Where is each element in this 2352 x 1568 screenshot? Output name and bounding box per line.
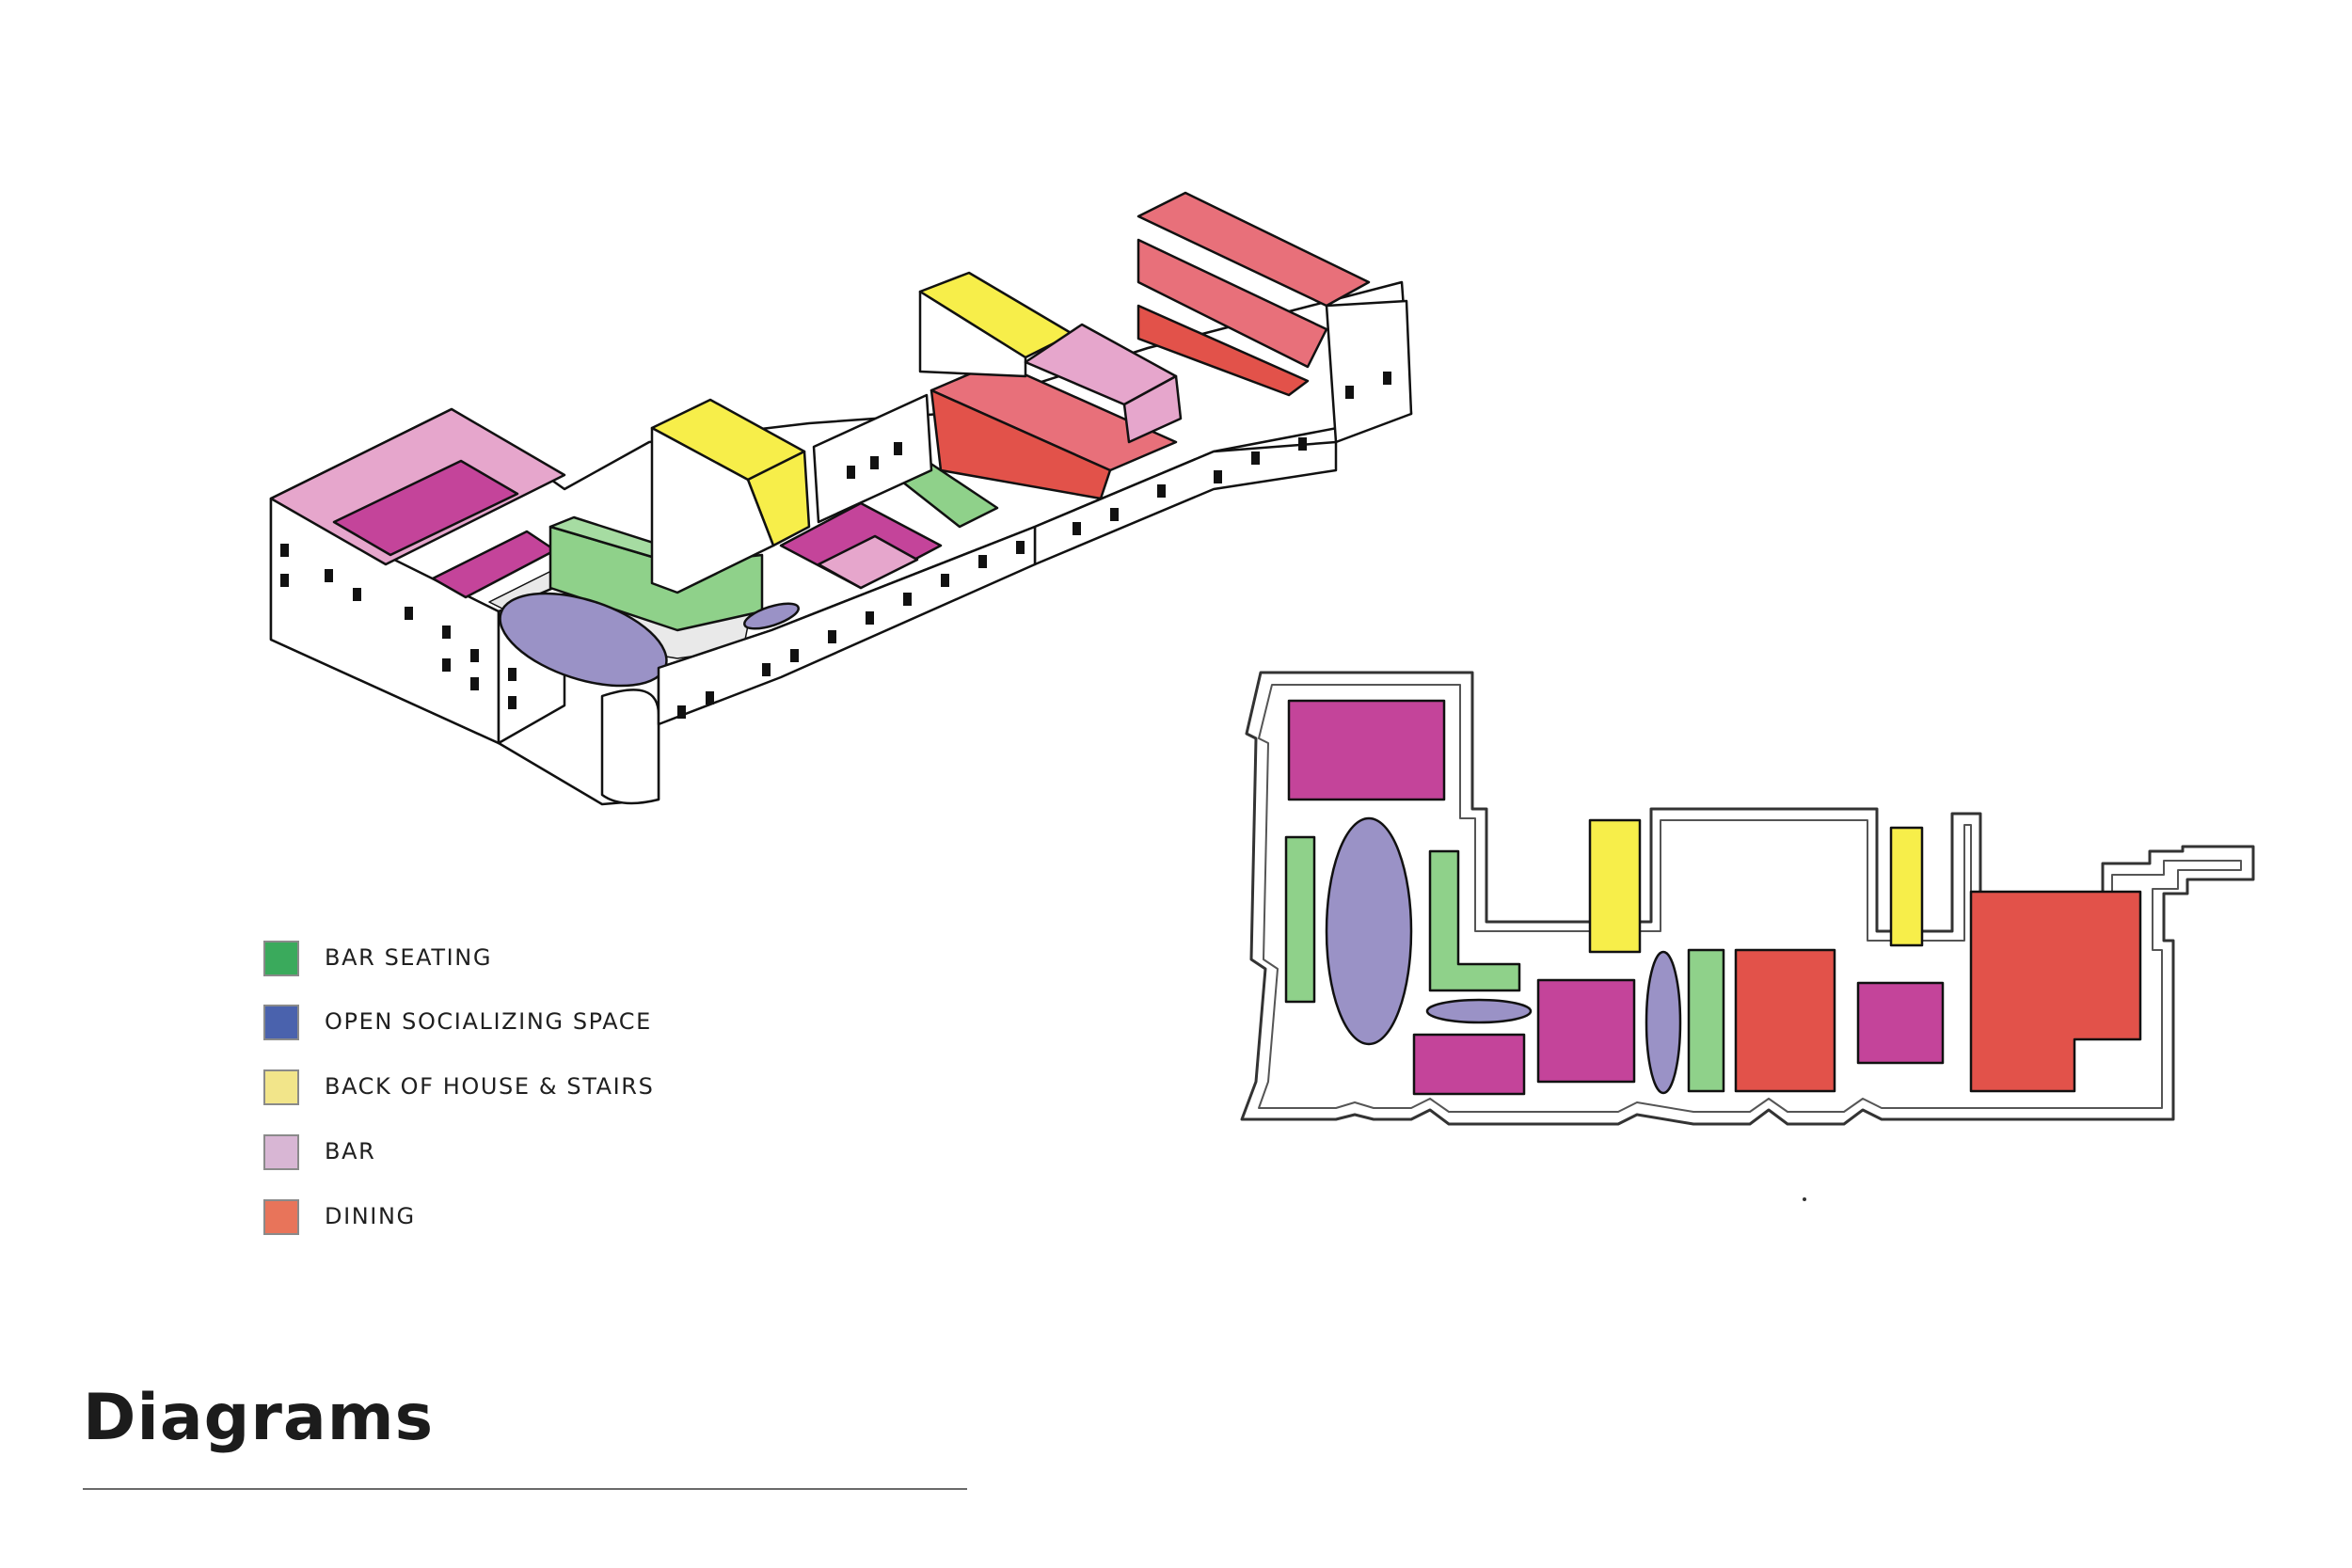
title-underline [83, 1488, 967, 1490]
page-title: Diagrams [83, 1381, 435, 1455]
axo-right-building [1325, 299, 1413, 444]
plan-bar-center [1536, 978, 1636, 1084]
axo-bar-upper-band [332, 459, 519, 557]
axo-corner-tower [600, 689, 660, 805]
legend-swatch-bar [263, 1134, 299, 1170]
floor-plan-diagram [1240, 671, 2255, 1201]
plan-open-socializing-small [1425, 998, 1533, 1024]
legend-item-dining: DINING [263, 1199, 790, 1237]
legend-label-dining: DINING [325, 1203, 416, 1229]
legend-item-bar-seating: BAR SEATING [263, 941, 790, 978]
plan-bar-right [1856, 981, 1945, 1065]
axo-bar-right-front [1122, 374, 1183, 444]
plan-back-of-house-right [1889, 826, 1924, 947]
plan-bar-seating-l [1428, 849, 1521, 992]
legend-swatch-bar-seating [263, 941, 299, 976]
plan-bar-seating-center [1687, 948, 1725, 1093]
legend-label-bar-seating: BAR SEATING [325, 944, 493, 971]
legend-item-open-socializing: OPEN SOCIALIZING SPACE [263, 1005, 790, 1042]
axonometric-diagram [269, 191, 1413, 806]
axo-back-of-house-right-front [918, 290, 1027, 378]
axo-back-of-house-left-front [650, 426, 775, 594]
plan-dining-center [1734, 948, 1836, 1093]
legend-item-back-of-house: BACK OF HOUSE & STAIRS [263, 1069, 790, 1107]
plan-bar-bottom-left [1412, 1033, 1526, 1096]
plan-mark-dot [1803, 1197, 1806, 1201]
axo-dining-right-mid [1136, 238, 1328, 369]
legend-swatch-open-socializing [263, 1005, 299, 1040]
axo-bar-middle-light [817, 534, 919, 590]
legend-label-bar: BAR [325, 1138, 376, 1164]
legend-item-bar: BAR [263, 1134, 790, 1172]
plan-bar-seating-left [1284, 835, 1316, 1004]
legend-swatch-back-of-house [263, 1069, 299, 1105]
plan-open-socializing-large [1325, 816, 1413, 1046]
legend-label-back-of-house: BACK OF HOUSE & STAIRS [325, 1073, 655, 1100]
axo-windows [280, 372, 1391, 719]
axo-dining-right-top [1136, 191, 1371, 308]
axo-dining-right-low [1136, 304, 1310, 397]
axo-open-socializing-small [743, 602, 800, 630]
plan-back-of-house-left [1588, 818, 1642, 954]
plan-bar-top-left [1287, 699, 1446, 801]
legend-swatch-dining [263, 1199, 299, 1235]
plan-open-socializing-center [1645, 950, 1682, 1095]
legend-label-open-socializing: OPEN SOCIALIZING SPACE [325, 1008, 652, 1035]
plan-dining-right [1969, 890, 2142, 1093]
